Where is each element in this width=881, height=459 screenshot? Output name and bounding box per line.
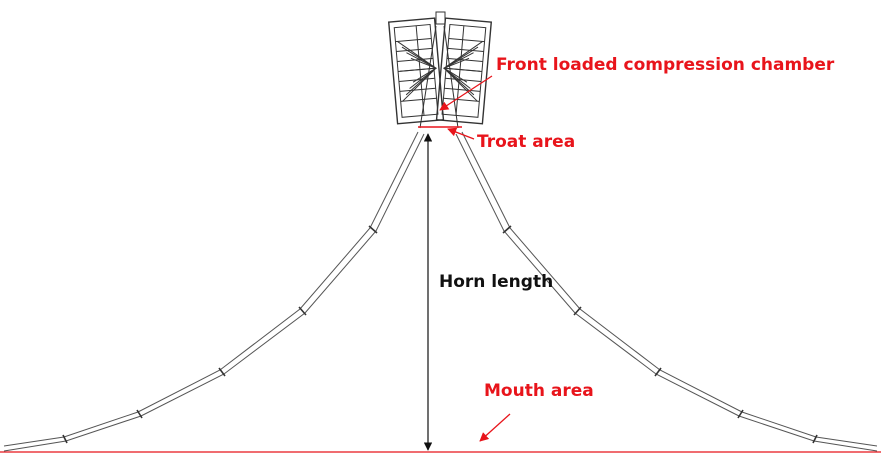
throat-label: Troat area — [477, 132, 575, 152]
throat-arrow — [447, 127, 475, 140]
mouth-label: Mouth area — [484, 381, 594, 401]
chamber-arrow — [439, 75, 493, 111]
driver-box-left — [387, 17, 445, 125]
chamber-label: Front loaded compression chamber — [496, 55, 835, 75]
mouth-arrow — [479, 413, 511, 442]
compression-chamber — [387, 11, 493, 129]
horn-wall-left — [3, 131, 425, 452]
horn-wall-right — [455, 131, 878, 452]
driver-box-right — [435, 17, 493, 125]
horn-length-label: Horn length — [439, 272, 553, 292]
